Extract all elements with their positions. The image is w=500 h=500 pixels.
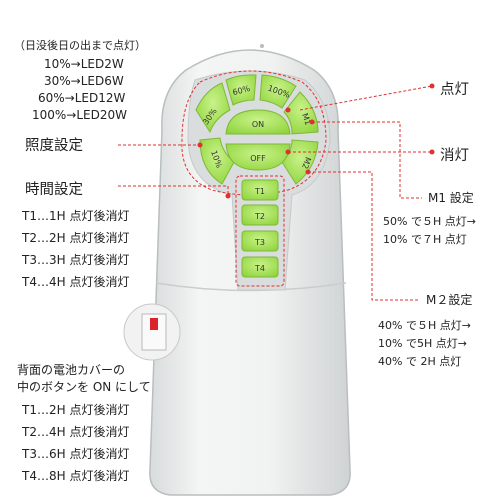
button-on[interactable]: ON (225, 109, 291, 135)
button-m2[interactable]: M2 (281, 139, 319, 185)
m2-line: 10% で5H 点灯→ (378, 337, 467, 350)
back-timer-lines: T1…2H 点灯後消灯 T2…4H 点灯後消灯 T3…6H 点灯後消灯 T4…8… (22, 402, 129, 485)
callout-lines (118, 85, 433, 301)
back-timer-line: T2…4H 点灯後消灯 (22, 425, 130, 439)
back-timer-line: T1…2H 点灯後消灯 (22, 403, 130, 417)
button-30[interactable]: 30% (195, 82, 231, 134)
back-note: 背面の電池カバーの 中のボタンを ON にして (17, 362, 151, 396)
dashed-outline-top (181, 70, 327, 196)
brightness-levels-list: 10%→LED2W 30%→LED6W 60%→LED12W 100%→LED2… (32, 56, 127, 124)
button-t2[interactable]: T2 (241, 204, 279, 226)
button-100[interactable]: 100% (259, 74, 297, 109)
brightness-setting-label: 照度設定 (25, 138, 83, 154)
brightness-level: 60%→LED12W (38, 91, 126, 105)
m1-line: 10% で７H 点灯 (383, 233, 467, 246)
svg-text:T3: T3 (254, 238, 265, 247)
button-t4[interactable]: T4 (241, 256, 279, 278)
button-t3[interactable]: T3 (241, 230, 279, 252)
timer-line: T1…1H 点灯後消灯 (22, 209, 130, 223)
svg-text:ON: ON (252, 120, 264, 129)
back-timer-line: T4…8H 点灯後消灯 (22, 469, 130, 483)
back-timer-line: T3…6H 点灯後消灯 (22, 447, 130, 461)
timer-lines: T1…1H 点灯後消灯 T2…2H 点灯後消灯 T3…3H 点灯後消灯 T4…4… (22, 208, 129, 291)
m2-setting-label: M２設定 (426, 293, 473, 307)
button-60[interactable]: 60% (225, 74, 257, 106)
brightness-level: 30%→LED6W (44, 74, 124, 88)
svg-text:M1: M1 (300, 112, 313, 126)
brightness-level: 100%→LED20W (32, 108, 128, 122)
back-note-line: 背面の電池カバーの (17, 363, 126, 377)
off-label: 消灯 (440, 148, 469, 164)
svg-text:OFF: OFF (250, 154, 266, 163)
m2-lines: 40% で５H 点灯→ 10% で5H 点灯→ 40% で 2H 点灯 (378, 318, 471, 369)
timer-setting-label: 時間設定 (25, 182, 83, 198)
svg-text:M2: M2 (300, 156, 313, 170)
timer-line: T4…4H 点灯後消灯 (22, 275, 130, 289)
m1-setting-label: M1 設定 (428, 191, 474, 205)
dashed-outline-timer (235, 175, 285, 287)
callout-dots (197, 83, 435, 199)
svg-text:T1: T1 (254, 187, 265, 196)
battery-cover-inset (123, 303, 181, 361)
svg-text:T4: T4 (254, 264, 265, 273)
m1-line: 50% で５H 点灯→ (383, 215, 476, 228)
on-label: 点灯 (440, 82, 469, 98)
brightness-level: 10%→LED2W (44, 57, 124, 71)
svg-text:T2: T2 (254, 212, 265, 221)
button-t1[interactable]: T1 (241, 179, 279, 201)
timer-line: T2…2H 点灯後消灯 (22, 231, 130, 245)
intro-note: （日没後日の出まで点灯） (14, 39, 146, 52)
timer-line: T3…3H 点灯後消灯 (22, 253, 130, 267)
m2-line: 40% で５H 点灯→ (378, 319, 471, 332)
m1-lines: 50% で５H 点灯→ 10% で７H 点灯 (383, 214, 476, 247)
m2-line: 40% で 2H 点灯 (378, 355, 462, 368)
back-note-line: 中のボタンを ON にして (17, 380, 151, 394)
button-m1[interactable]: M1 (283, 91, 319, 135)
